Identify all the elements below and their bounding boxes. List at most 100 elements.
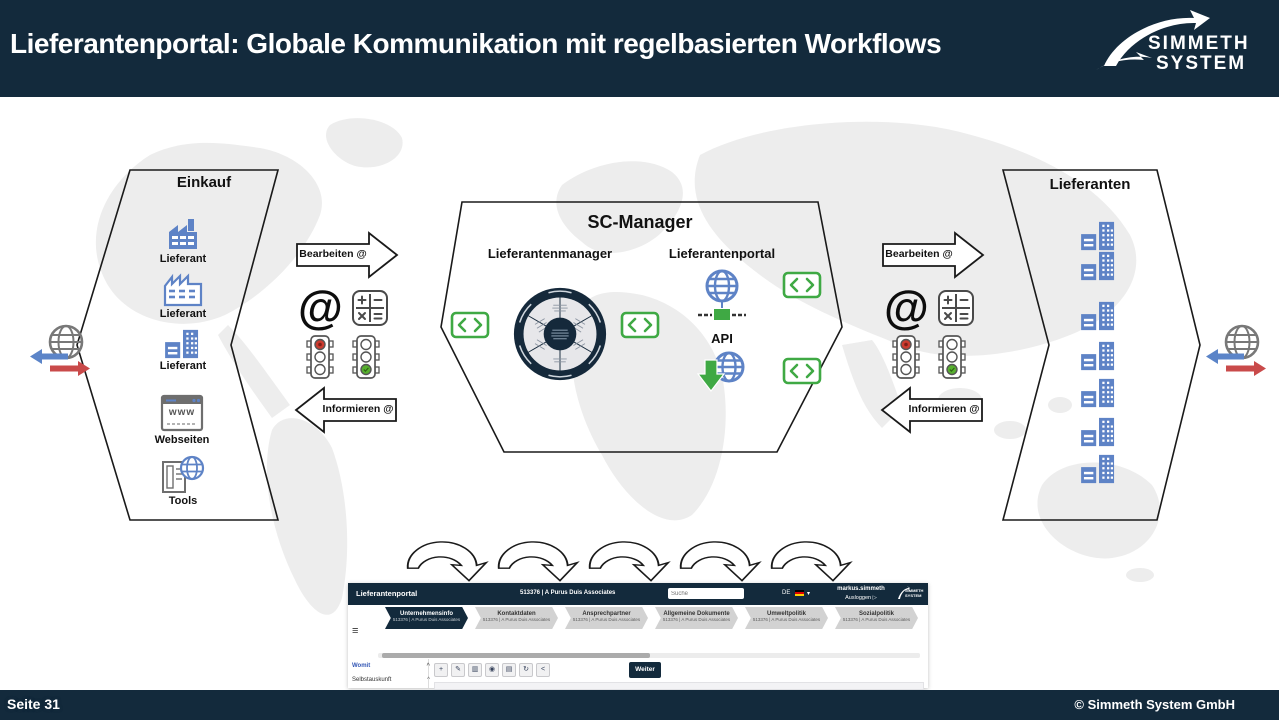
step-kontaktdaten[interactable]: Kontaktdaten 513376 | A Purus Duis Assoc…: [475, 607, 558, 629]
portal-account: 513376 | A Purus Duis Associates: [520, 590, 616, 596]
flow-left: Bearbeiten @ @ Informieren @: [292, 228, 402, 434]
slide-footer: ··· Seite 31 © Simmeth System GmbH: [0, 690, 1279, 720]
share-button[interactable]: <: [536, 663, 550, 677]
edit-button[interactable]: ✎: [451, 663, 465, 677]
hop-arrow: [494, 524, 582, 582]
step-sub: 513376 | A Purus Duis Associates: [842, 617, 911, 622]
step-sub: 513376 | A Purus Duis Associates: [662, 617, 731, 622]
building-icon: [1076, 250, 1122, 282]
arrow-right-shape: [296, 231, 399, 279]
portal-logo-text: SIMMETH SYSTEM: [905, 588, 924, 598]
add-button[interactable]: +: [434, 663, 448, 677]
at-symbol: @: [298, 281, 343, 333]
slide-title: Lieferantenportal: Globale Kommunikation…: [10, 28, 942, 59]
buildings-icon: [164, 328, 202, 360]
refresh-button[interactable]: ↻: [519, 663, 533, 677]
view-button[interactable]: ◉: [485, 663, 499, 677]
hop-arrow: [585, 524, 673, 582]
step-ansprechpartner[interactable]: Ansprechpartner 513376 | A Purus Duis As…: [565, 607, 648, 629]
informieren-label: Informieren @: [322, 403, 394, 415]
building-icon: [1076, 416, 1122, 448]
step-label: Kontaktdaten: [497, 611, 536, 617]
hamburger-menu-icon[interactable]: ≡: [352, 625, 359, 637]
bearbeiten-label: Bearbeiten @: [299, 248, 367, 260]
einkauf-item-label: Lieferant: [159, 253, 207, 265]
einkauf-item-label: Lieferant: [159, 308, 207, 320]
step-sub: 513376 | A Purus Duis Associates: [482, 617, 551, 622]
einkauf-title: Einkauf: [176, 174, 232, 191]
einkauf-item-label: Tools: [168, 495, 198, 507]
globe-transfer-icon: [28, 318, 92, 378]
step-umweltpolitik[interactable]: Umweltpolitik 513376 | A Purus Duis Asso…: [745, 607, 828, 629]
traffic-light-green-icon: [351, 334, 381, 380]
german-flag-icon: [795, 590, 804, 596]
arrow-left-shape: [294, 386, 397, 434]
portal-language[interactable]: DE: [782, 590, 791, 596]
scrollbar-thumb[interactable]: [382, 653, 650, 658]
flow-right: Bearbeiten @ @ Informieren @: [878, 228, 988, 434]
sidebar-item-womit[interactable]: Womit ^: [352, 663, 430, 669]
einkauf-shape: [76, 169, 280, 521]
step-sozialpolitik[interactable]: Sozialpolitik 513376 | A Purus Duis Asso…: [835, 607, 918, 629]
step-label: Umweltpolitik: [766, 611, 806, 617]
building-icon: [1076, 377, 1122, 409]
code-bracket-icon: [782, 356, 822, 386]
step-unternehmensinfo[interactable]: Unternehmensinfo 513376 | A Purus Duis A…: [385, 607, 468, 629]
page-number: Seite 31: [7, 696, 60, 712]
caret-down-icon[interactable]: ▾: [807, 591, 811, 597]
delete-button[interactable]: ▥: [468, 663, 482, 677]
code-bracket-icon: [450, 310, 490, 340]
arrow-right-shape: [882, 231, 985, 279]
einkauf-item-label: Webseiten: [154, 434, 210, 446]
step-label: Unternehmensinfo: [399, 611, 453, 617]
collapse-icon[interactable]: ^: [426, 663, 430, 669]
step-label: Allgemeine Dokumente: [663, 611, 730, 617]
hop-arrow: [767, 524, 855, 582]
api-download-globe-icon: [696, 351, 745, 392]
horizontal-scrollbar[interactable]: [378, 653, 920, 658]
sidebar-item-label: Selbstauskunft: [352, 677, 392, 683]
document-button[interactable]: ▤: [502, 663, 516, 677]
portal-logout-link[interactable]: Ausloggen ▷: [845, 595, 877, 601]
step-allgemeine-dokumente[interactable]: Allgemeine Dokumente 513376 | A Purus Du…: [655, 607, 738, 629]
collapse-icon[interactable]: ^: [427, 677, 430, 683]
calculator-icon: [937, 289, 975, 327]
building-icon: [1076, 453, 1122, 485]
company-logo: SIMMETH SYSTEM: [1086, 8, 1261, 88]
step-label: Ansprechpartner: [582, 611, 631, 617]
sidebar-item-selbstauskunft[interactable]: Selbstauskunft ^: [352, 677, 430, 683]
lieferantenportal-globe-icon: [698, 269, 746, 320]
portal-app-title: Lieferantenportal: [356, 589, 418, 598]
factory-solid-icon: [169, 219, 197, 249]
portal-search-input[interactable]: [668, 588, 744, 599]
building-icon: [1076, 220, 1122, 252]
traffic-light-red-icon: [891, 334, 921, 380]
at-symbol: @: [884, 281, 929, 333]
informieren-label: Informieren @: [908, 403, 980, 415]
sidebar-item-label: Womit: [352, 663, 371, 669]
hop-arrow: [403, 524, 491, 582]
copyright: © Simmeth System GmbH: [1074, 697, 1235, 712]
portal-user-name: markus.simmeth: [837, 586, 885, 592]
building-icon: [1076, 300, 1122, 332]
code-bracket-icon: [782, 270, 822, 300]
sc-manager-title: SC-Manager: [587, 212, 693, 232]
hop-arrow: [676, 524, 764, 582]
factory-outline-icon: [163, 273, 203, 307]
logo-line2: SYSTEM: [1156, 53, 1247, 74]
portal-logo: SIMMETH SYSTEM: [896, 585, 926, 603]
lieferantenmanager-wheel: [513, 287, 607, 381]
einkauf-item-label: Lieferant: [159, 360, 207, 372]
code-bracket-icon: [620, 310, 660, 340]
api-label: API: [711, 331, 733, 346]
sc-manager-shape: [440, 201, 843, 453]
portal-screenshot: Lieferantenportal 513376 | A Purus Duis …: [348, 583, 928, 690]
lieferanten-shape: [1001, 169, 1201, 521]
portal-sidebar: Womit ^ Selbstauskunft ^: [348, 659, 430, 688]
building-icon: [1076, 340, 1122, 372]
weiter-button[interactable]: Weiter: [629, 662, 661, 678]
browser-www-icon: www: [160, 392, 204, 434]
traffic-light-red-icon: [305, 334, 335, 380]
